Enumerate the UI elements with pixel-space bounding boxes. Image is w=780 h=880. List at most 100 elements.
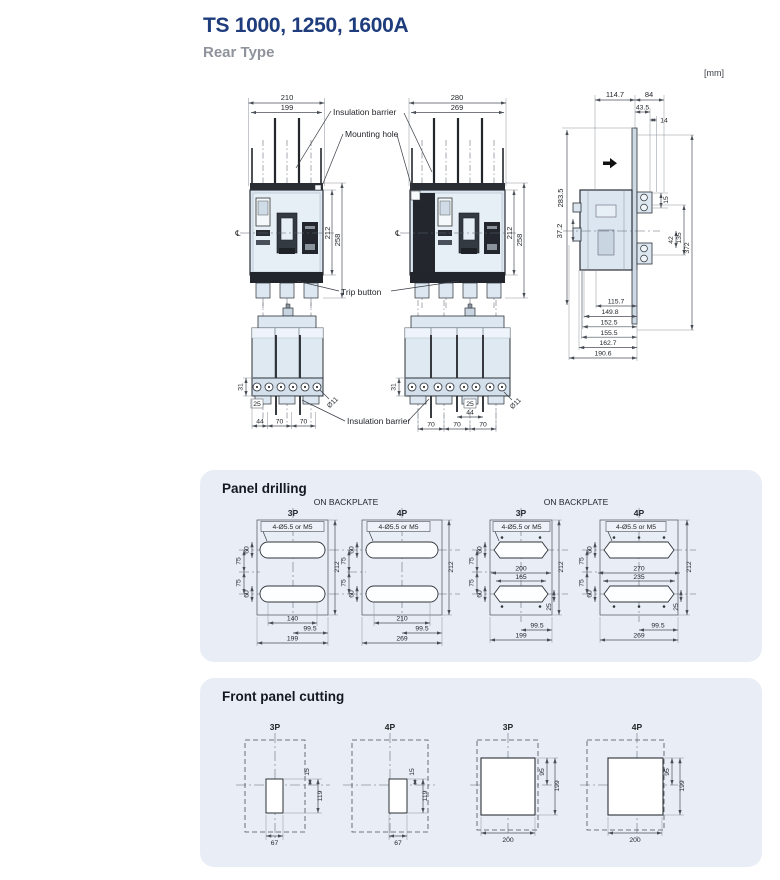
svg-text:199: 199	[554, 780, 561, 792]
dim-side-37-2: 37.2	[555, 219, 575, 242]
drilling-3p-slots: 3P 4-Ø5.5 or M5 60 60 75 75 212 140 99.5…	[236, 508, 346, 646]
svg-text:210: 210	[281, 93, 294, 102]
svg-text:95: 95	[664, 768, 671, 776]
svg-text:200: 200	[502, 837, 514, 844]
dim-front4p-258: 258	[505, 182, 528, 299]
dim-rear3p-31: 31	[238, 377, 253, 397]
svg-text:119: 119	[317, 790, 324, 801]
svg-text:70: 70	[453, 422, 461, 429]
svg-text:70: 70	[276, 419, 284, 426]
svg-text:152.5: 152.5	[600, 319, 617, 326]
callout-mounting-hole: Mounting hole	[321, 129, 413, 189]
svg-text:162.7: 162.7	[599, 340, 616, 347]
svg-text:115.7: 115.7	[608, 299, 625, 306]
dim-side-15: 15	[652, 192, 670, 209]
svg-text:200: 200	[629, 837, 641, 844]
svg-text:283.5: 283.5	[556, 189, 565, 208]
svg-text:75: 75	[579, 579, 586, 587]
on-backplate-label: ON BACKPLATE	[544, 497, 609, 507]
svg-text:Mounting hole: Mounting hole	[345, 129, 399, 139]
svg-text:42: 42	[668, 236, 675, 244]
svg-text:212: 212	[558, 561, 565, 573]
svg-text:199: 199	[679, 780, 686, 792]
svg-text:99.5: 99.5	[530, 623, 543, 630]
svg-text:4-Ø5.5 or M5: 4-Ø5.5 or M5	[272, 524, 312, 531]
svg-text:75: 75	[469, 579, 476, 587]
svg-text:114.7: 114.7	[606, 90, 624, 99]
svg-text:31: 31	[238, 383, 245, 391]
svg-text:43.5: 43.5	[636, 105, 649, 112]
svg-text:Insulation barrier: Insulation barrier	[333, 107, 396, 117]
svg-text:212: 212	[334, 561, 341, 573]
page-title: TS 1000, 1250, 1600A	[203, 14, 409, 37]
svg-text:25: 25	[253, 401, 261, 408]
svg-text:70: 70	[479, 422, 487, 429]
dim-front4p-269: 269	[411, 103, 504, 115]
svg-text:Trip button: Trip button	[341, 287, 382, 297]
dim-side-14: 14	[650, 116, 668, 192]
svg-text:269: 269	[633, 633, 645, 640]
svg-text:60: 60	[349, 590, 356, 598]
svg-text:60: 60	[587, 546, 594, 554]
svg-text:44: 44	[466, 410, 474, 417]
svg-text:95: 95	[539, 768, 546, 776]
svg-text:37.2: 37.2	[555, 224, 564, 239]
dim-front3p-258: 258	[323, 182, 346, 299]
dim-side-42: 42	[668, 231, 678, 248]
front-panel-cutting-section: Front panel cutting .dl{marker-start:url…	[200, 678, 762, 867]
rear-view-4p: 31 25 44 70 70 70 Ø11	[391, 300, 523, 432]
svg-text:3P: 3P	[503, 722, 514, 732]
dim-side-114-7: 114.7	[594, 90, 636, 190]
callout-trip-button: Trip button	[296, 280, 460, 297]
dim-side-stack: 115.7 149.8 152.5 155.5 162.7 190.6	[568, 245, 638, 361]
dim-rear3p-25: 25	[250, 398, 264, 409]
svg-text:4-Ø5.5 or M5: 4-Ø5.5 or M5	[501, 524, 541, 531]
dim-rear3p-bottom: 44 70 70	[251, 400, 316, 429]
svg-text:14: 14	[660, 118, 668, 125]
svg-text:84: 84	[645, 90, 653, 99]
callout-insulation-barrier: Insulation barrier	[295, 107, 433, 173]
svg-text:258: 258	[333, 234, 342, 247]
front-view-4p: ℄ 280 269 212 258	[395, 93, 528, 308]
cutting-3p-full: 3P 95 199 200	[470, 722, 561, 844]
svg-text:60: 60	[349, 546, 356, 554]
dim-rear4p-bottom: 70 70 70	[417, 408, 497, 432]
dim-rear4p-44: 44	[457, 410, 483, 419]
dim-rear4p-hole: Ø11	[503, 391, 523, 411]
svg-text:269: 269	[451, 103, 464, 112]
drilling-4p-backplate: 4P 4-Ø5.5 or M5 60 60 75 75 270 235 212 …	[579, 508, 696, 643]
dimension-drawing: ℄ 210 199 212 258	[235, 90, 694, 432]
callout-insulation-barrier-rear: Insulation barrier	[301, 398, 430, 426]
svg-text:149.8: 149.8	[601, 309, 618, 316]
svg-text:212: 212	[505, 227, 514, 240]
drilling-3p-backplate: 3P 4-Ø5.5 or M5 60 60 75 75 200 165 212 …	[469, 508, 568, 643]
svg-text:210: 210	[396, 616, 408, 623]
svg-text:200: 200	[515, 566, 527, 573]
svg-text:44: 44	[256, 419, 264, 426]
svg-text:199: 199	[281, 103, 294, 112]
direction-arrow-icon	[603, 158, 617, 169]
svg-text:190.6: 190.6	[594, 351, 611, 358]
svg-text:269: 269	[396, 636, 408, 643]
svg-text:67: 67	[394, 840, 402, 847]
svg-text:119: 119	[422, 790, 429, 801]
svg-text:155.5: 155.5	[600, 330, 617, 337]
svg-text:Insulation barrier: Insulation barrier	[347, 416, 410, 426]
svg-text:25: 25	[546, 603, 553, 611]
svg-text:270: 270	[633, 566, 645, 573]
svg-text:280: 280	[451, 93, 464, 102]
svg-text:212: 212	[323, 227, 332, 240]
svg-text:25: 25	[673, 603, 680, 611]
svg-text:75: 75	[579, 557, 586, 565]
cutting-3p-small: 3P 15 119 67	[236, 722, 330, 847]
svg-text:31: 31	[391, 383, 398, 391]
svg-text:199: 199	[515, 633, 527, 640]
svg-text:15: 15	[304, 768, 311, 776]
dim-front4p-280: 280	[408, 93, 507, 186]
dim-rear4p-31: 31	[391, 377, 406, 397]
dim-front3p-199: 199	[251, 103, 322, 115]
svg-text:75: 75	[469, 557, 476, 565]
svg-text:212: 212	[686, 561, 693, 573]
svg-text:15: 15	[663, 196, 670, 204]
centerline-symbol: ℄	[395, 229, 401, 238]
